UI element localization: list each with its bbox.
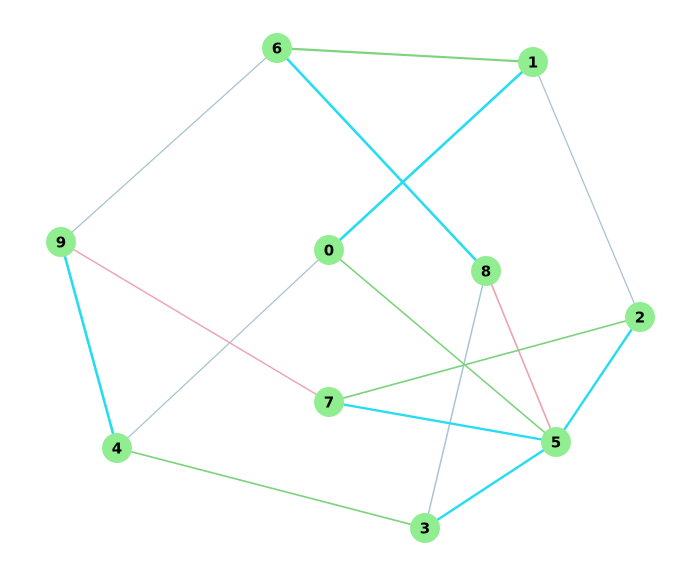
graph-edge-7-2 [328, 316, 641, 403]
graph-node-8[interactable]: 8 [471, 256, 501, 286]
graph-edge-4-3 [116, 447, 426, 529]
node-circle-4[interactable] [102, 433, 132, 463]
graph-edge-6-8 [275, 46, 488, 273]
graph-node-3[interactable]: 3 [410, 513, 440, 543]
graph-edge-3-5 [423, 440, 558, 530]
graph-node-9[interactable]: 9 [46, 227, 76, 257]
node-circle-6[interactable] [262, 33, 292, 63]
graph-node-2[interactable]: 2 [625, 302, 655, 332]
graph-node-7[interactable]: 7 [314, 387, 344, 417]
graph-node-6[interactable]: 6 [262, 33, 292, 63]
graph-edge-0-4 [116, 249, 330, 449]
node-circle-5[interactable] [541, 427, 571, 457]
graph-edge-8-3 [424, 270, 487, 529]
edges-layer [59, 46, 642, 530]
graph-edge-1-0 [327, 60, 535, 252]
graph-edge-6-1 [275, 46, 535, 64]
node-circle-0[interactable] [314, 235, 344, 265]
graph-edge-7-5 [327, 400, 558, 444]
graph-node-1[interactable]: 1 [518, 47, 548, 77]
graph-edge-8-5 [485, 270, 557, 443]
node-circle-7[interactable] [314, 387, 344, 417]
node-circle-1[interactable] [518, 47, 548, 77]
node-circle-8[interactable] [471, 256, 501, 286]
graph-edge-1-2 [532, 61, 641, 318]
graph-edge-6-9 [60, 47, 278, 243]
graph-node-4[interactable]: 4 [102, 433, 132, 463]
graph-node-0[interactable]: 0 [314, 235, 344, 265]
graph-edge-9-4 [59, 240, 119, 450]
graph-edge-0-5 [328, 249, 557, 443]
node-circle-2[interactable] [625, 302, 655, 332]
node-circle-3[interactable] [410, 513, 440, 543]
node-circle-9[interactable] [46, 227, 76, 257]
graph-node-5[interactable]: 5 [541, 427, 571, 457]
graph-edge-2-5 [554, 315, 642, 444]
graph-edge-9-7 [60, 241, 330, 403]
